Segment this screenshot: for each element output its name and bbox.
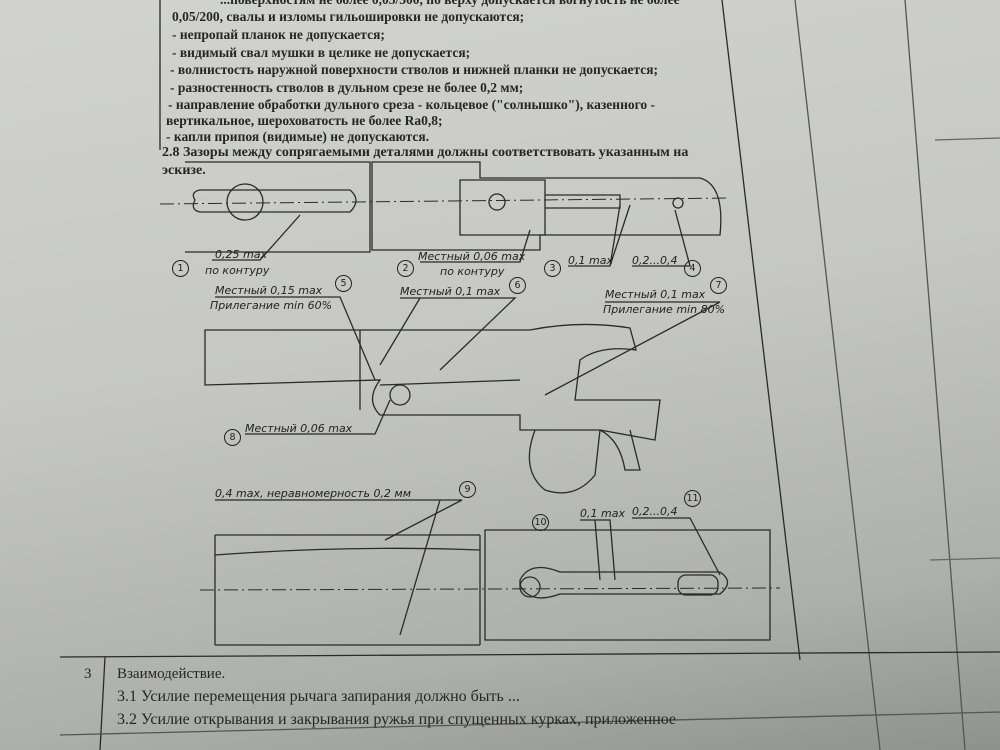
callout-number: 11	[684, 490, 701, 507]
callout-value: Местный 0,06 max	[245, 422, 353, 435]
table-border	[59, 711, 1000, 736]
callout-value: 0,1 max	[568, 254, 613, 267]
row-title: Взаимодействие.	[117, 666, 226, 682]
text-line: 0,05/200, свалы и изломы гильошировки не…	[172, 9, 525, 24]
callout-number: 10	[532, 514, 549, 531]
row-item: 3.1 Усилие перемещения рычага запирания …	[117, 688, 520, 705]
text-line: - разностенность стволов в дульном срезе…	[170, 80, 524, 95]
table-border	[721, 0, 801, 661]
text-line: - волнистость наружной поверхности ствол…	[170, 62, 659, 77]
text-line: эскизе.	[162, 163, 206, 178]
callout-value: Местный 0,1 max	[605, 288, 706, 301]
callout-number: 6	[509, 277, 526, 294]
text-line: - капли припоя (видимые) не допускаются.	[166, 129, 430, 144]
table-border	[904, 0, 966, 750]
table-border	[59, 651, 1000, 658]
text-line: ...поверхностям не более 0,05/300, по ве…	[220, 0, 680, 8]
callout-value: 0,1 max	[580, 507, 625, 520]
callout-value: Местный 0,1 max	[400, 285, 501, 298]
callout-number: 7	[710, 277, 727, 294]
callout-number: 3	[544, 260, 561, 277]
callout-number: 2	[397, 260, 414, 277]
callout-number: 8	[224, 429, 241, 446]
callout-note: Прилегание min 60%	[210, 299, 333, 312]
callout-value: 0,25 max	[215, 248, 267, 261]
text-line: вертикальное, шероховатость не более Ra0…	[166, 113, 443, 128]
row-item: 3.2 Усилие открывания и закрывания ружья…	[117, 711, 677, 728]
table-border	[99, 656, 106, 750]
callout-number: 4	[684, 260, 701, 277]
text-line: - направление обработки дульного среза -…	[168, 97, 656, 112]
callout-number: 5	[335, 275, 352, 292]
row-number: 3	[84, 666, 92, 682]
callout-value: Местный 0,15 max	[215, 284, 323, 297]
callout-note: по контуру	[205, 264, 270, 277]
table-border	[794, 0, 881, 750]
callout-value: 0,2...0,4	[632, 505, 678, 518]
callout-number: 1	[172, 260, 189, 277]
callout-value: 0,4 max, неравномерность 0,2 мм	[215, 487, 412, 500]
callout-value: Местный 0,06 max	[418, 250, 526, 263]
callout-value: 0,2...0,4	[632, 254, 678, 267]
callout-note: Прилегание min 80%	[603, 303, 726, 316]
callout-number: 9	[459, 481, 476, 498]
callout-note: по контуру	[440, 265, 505, 278]
text-line: 2.8 Зазоры между сопрягаемыми деталями д…	[162, 145, 689, 160]
text-line: - видимый свал мушки в целике не допуска…	[172, 45, 471, 60]
text-line: - непропай планок не допускается;	[172, 27, 385, 42]
